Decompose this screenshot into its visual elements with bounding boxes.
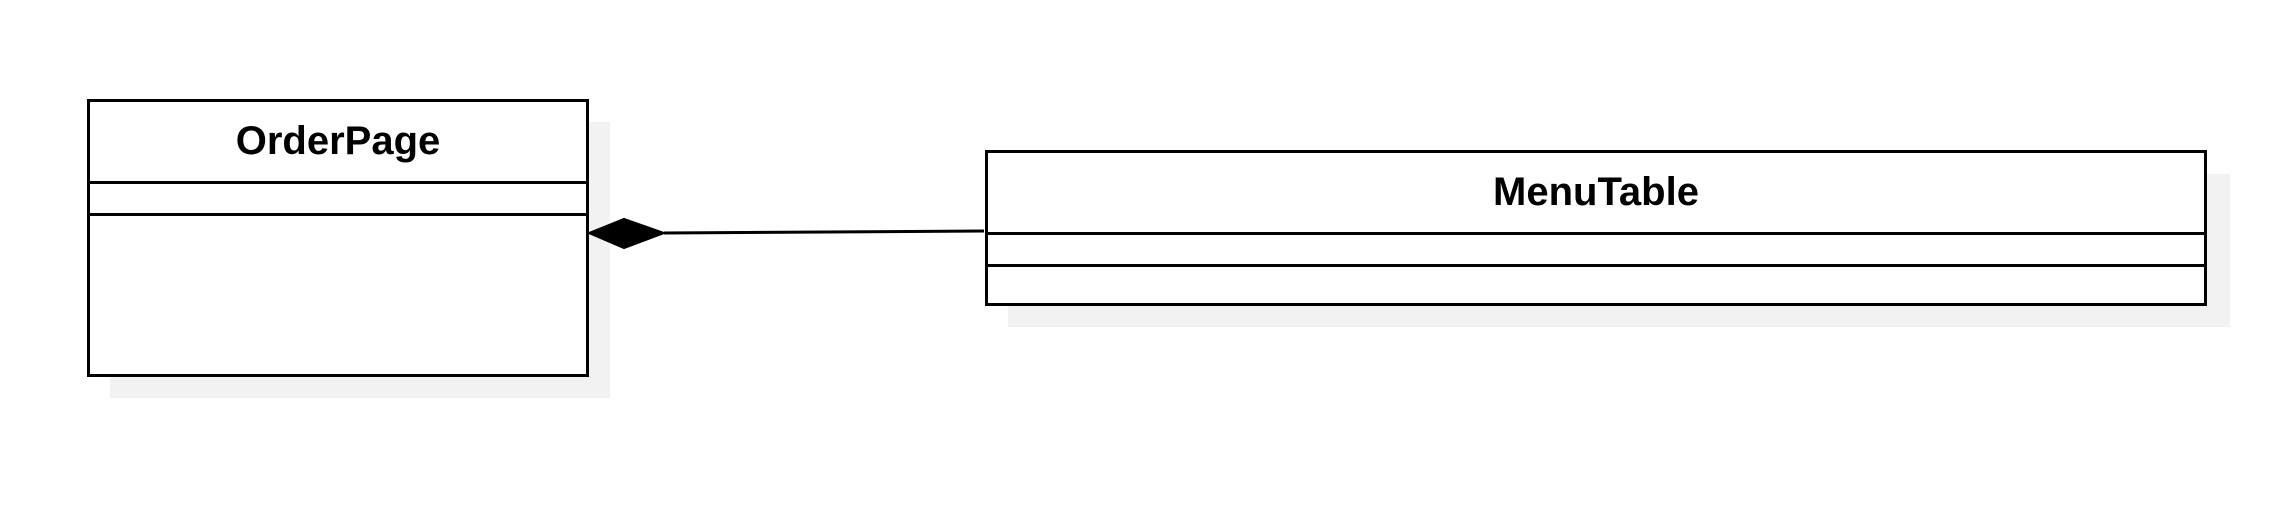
- class-menutable[interactable]: MenuTable: [985, 150, 2207, 306]
- class-menutable-name: MenuTable: [988, 153, 2204, 235]
- association-line: [663, 229, 985, 235]
- class-orderpage-name: OrderPage: [90, 102, 586, 184]
- class-orderpage[interactable]: OrderPage: [87, 99, 589, 377]
- composition-diamond-icon: [586, 217, 667, 250]
- class-orderpage-attributes: [90, 184, 586, 216]
- class-menutable-attributes: [988, 235, 2204, 267]
